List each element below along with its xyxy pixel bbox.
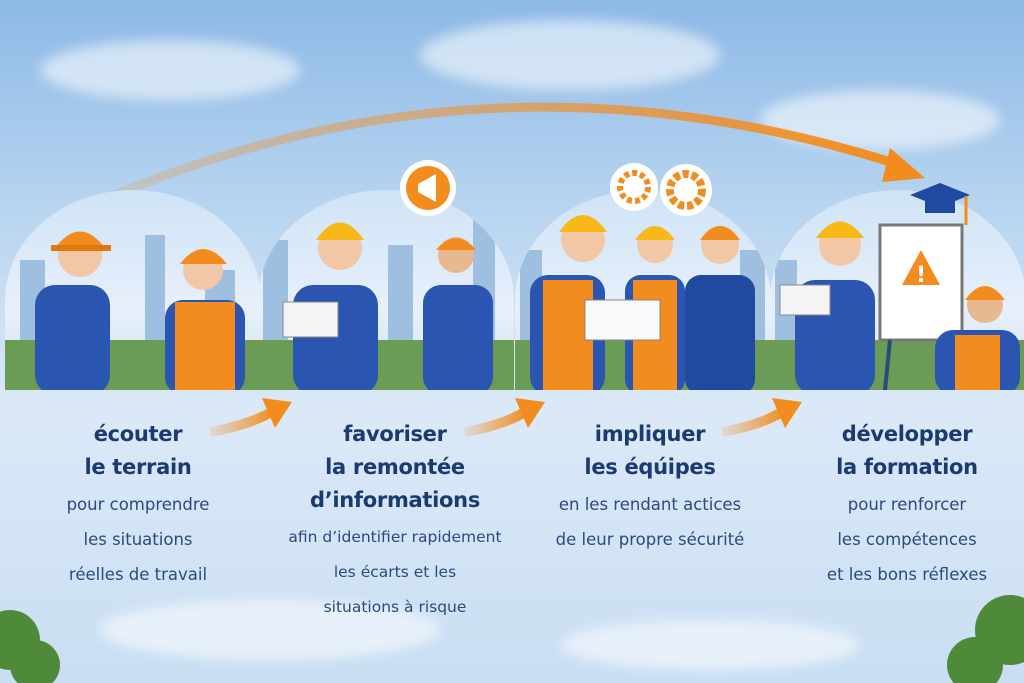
title-line: la formation	[836, 455, 978, 479]
title-line: les éqúipes	[584, 455, 716, 479]
plan-document	[584, 299, 661, 341]
cloud	[40, 40, 300, 100]
scene-listening	[5, 190, 261, 390]
big-arc-arrow	[78, 102, 902, 215]
step-title: écouter le terrain	[8, 418, 268, 484]
scene-teams	[515, 190, 771, 390]
step-body: en les rendant actices de leur propre séc…	[520, 487, 780, 557]
cloud	[420, 20, 720, 90]
body-line: pour renforcer	[847, 495, 967, 514]
step-1: écouter le terrain pour comprendre les sit…	[8, 418, 268, 592]
step-2: favoriser la remontée d’informations afin …	[265, 418, 525, 625]
title-line: le terrain	[84, 455, 192, 479]
big-arc-arrowhead	[882, 148, 925, 182]
body-line: de leur propre sécurité	[555, 530, 745, 549]
body-line: pour comprendre	[66, 495, 210, 514]
step-title: impliquer les éqúipes	[520, 418, 780, 484]
warning-icon	[902, 250, 940, 285]
title-line: écouter	[93, 422, 183, 446]
body-line: les écarts et les	[333, 563, 457, 581]
title-line: d’informations	[309, 488, 481, 512]
step-arrow-3	[721, 398, 802, 437]
tree-left	[0, 610, 60, 683]
scene-training: !	[770, 190, 1024, 390]
cloud	[560, 620, 860, 670]
body-line: réelles de travail	[68, 565, 208, 584]
title-line: développer	[841, 422, 973, 446]
step-3: impliquer les éqúipes en les rendant acti…	[520, 418, 780, 557]
body-line: les situations	[83, 530, 193, 549]
title-line: la remontée	[325, 455, 465, 479]
worker-pointing	[423, 237, 493, 390]
worker-vest	[165, 249, 245, 390]
worker-clipboard	[282, 222, 378, 390]
step-body: pour comprendre les situations réelles de …	[8, 487, 268, 592]
cloud	[100, 600, 440, 660]
worker-3	[685, 226, 755, 390]
body-line: situations à risque	[323, 598, 467, 616]
whiteboard: !	[878, 223, 964, 390]
step-arrow-1	[209, 398, 292, 437]
step-title: développer la formation	[777, 418, 1024, 484]
trainer	[779, 221, 875, 390]
title-line: impliquer	[594, 422, 706, 446]
worker-suit	[35, 231, 111, 390]
step-body: pour renforcer les compétences et les bons…	[777, 487, 1024, 592]
body-line: en les rendant actices	[558, 495, 742, 514]
step-body: afin d’identifier rapidement les écarts e…	[265, 520, 525, 625]
body-line: afin d’identifier rapidement	[288, 528, 502, 546]
step-4: développer la formation pour renforcer les…	[777, 418, 1024, 592]
body-line: les compétences	[837, 530, 977, 549]
trainee	[935, 286, 1020, 390]
tree-right	[947, 595, 1024, 683]
title-line: favoriser	[343, 422, 447, 446]
scene-reporting	[258, 190, 514, 390]
step-arrow-2	[464, 398, 545, 437]
step-title: favoriser la remontée d’informations	[265, 418, 525, 517]
svg-text:!: !	[916, 263, 926, 288]
body-line: et les bons réflexes	[826, 565, 988, 584]
